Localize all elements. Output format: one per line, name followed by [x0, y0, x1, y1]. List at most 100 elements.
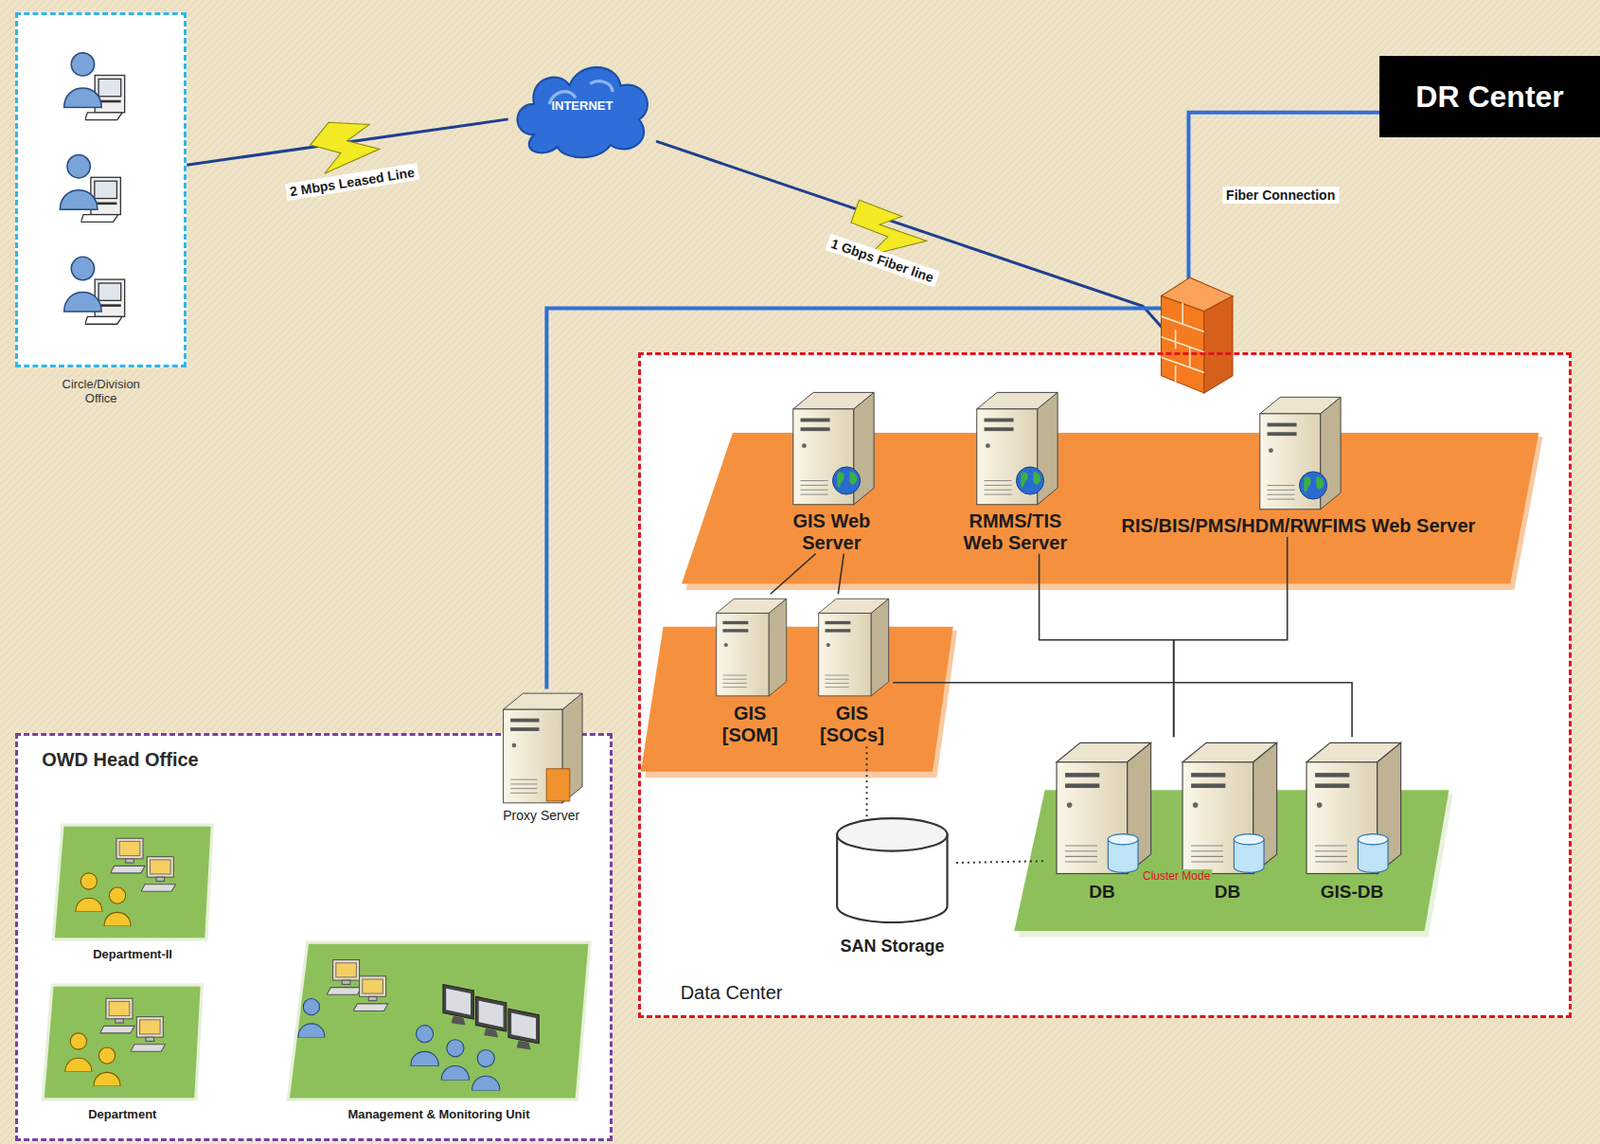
server-icon [969, 388, 1062, 509]
workgroup-tile-art-part [475, 995, 506, 1037]
server-icon-part [511, 787, 538, 789]
server-icon-part [1267, 498, 1296, 500]
server-icon-part [824, 675, 849, 676]
network-link [956, 860, 1047, 863]
network-link [1039, 553, 1174, 737]
workgroup-tile-art-part [287, 942, 590, 1100]
server-icon-part [800, 480, 828, 481]
workgroup-tile-art-part [65, 1032, 92, 1072]
server-icon-part [511, 717, 540, 722]
server-node: GIS-DB [1296, 736, 1409, 903]
node-label: Department-II [51, 947, 214, 962]
server-icon-part [1303, 476, 1324, 493]
background-art-part-part [59, 155, 121, 223]
server-icon-part [1267, 423, 1298, 427]
server-icon-part [1191, 845, 1224, 847]
workgroup-tile-art [40, 981, 204, 1103]
server-node: GIS Web Server [770, 388, 893, 554]
server-node: RMMS/TIS Web Server [948, 388, 1082, 554]
server-icon-part [983, 488, 1012, 490]
server-icon-part [1298, 471, 1327, 499]
node-label: Proxy Server [487, 807, 595, 823]
server-icon-part [983, 417, 1014, 422]
server-icon [496, 689, 587, 807]
server-icon-part [826, 642, 831, 647]
server-icon-part [1066, 861, 1099, 863]
server-icon-part [723, 682, 747, 684]
node-label: GIS-DB [1296, 881, 1409, 903]
server-icon-part [723, 629, 749, 633]
server-icon [1297, 736, 1405, 880]
server-icon-part [800, 426, 830, 431]
server-icon-part [716, 613, 769, 696]
node-label: RMMS/TIS Web Server [948, 510, 1082, 554]
server-icon [710, 593, 790, 701]
server-icon-part [983, 493, 1012, 495]
workgroup-tile-art-part [326, 959, 362, 995]
workgroup-tile-art-part [441, 1038, 469, 1080]
network-link [1173, 536, 1288, 737]
server-icon-part [1267, 484, 1296, 486]
site-region: Circle/Division Office [15, 12, 187, 368]
server-icon-part [1358, 834, 1389, 845]
cluster-note: Cluster Mode [1140, 869, 1212, 883]
server-icon-part [1267, 494, 1296, 496]
workgroup-tile-art-part [109, 837, 145, 873]
background-art-part-part [64, 256, 125, 324]
network-link [837, 553, 844, 595]
link-label: Fiber Connection [1222, 186, 1339, 204]
server-icon-part [546, 767, 570, 800]
node-label: DB [1046, 881, 1159, 903]
node-label: DR Center [1415, 79, 1564, 115]
server-icon-part [1315, 855, 1349, 857]
link-label: 2 Mbps Leased Line [284, 162, 420, 201]
server-icon-part [824, 629, 851, 633]
workgroup-tile: Department [40, 981, 204, 1122]
workgroup-tile-art-part [130, 1015, 166, 1051]
server-icon-part [1066, 845, 1099, 847]
server-icon-part [723, 621, 749, 624]
background-art-part-part [640, 626, 954, 772]
background-art-part [15, 12, 1572, 1141]
workgroup-tile: Management & Monitoring Unit [285, 939, 592, 1122]
san-storage: SAN Storage [828, 816, 957, 957]
node-label: GIS Web Server [770, 510, 893, 554]
workgroup-tile-art-part [141, 855, 177, 891]
node-label: SAN Storage [828, 936, 957, 957]
server-icon [785, 388, 878, 509]
node-label: Department [40, 1107, 204, 1122]
server-icon-part [511, 727, 540, 731]
workgroup-tile-art [285, 939, 592, 1103]
server-icon-part [824, 678, 849, 680]
server-icon-part [832, 466, 860, 495]
site-region: GIS Web Server RMMS/TIS Web Server RIS/BIS… [638, 352, 1572, 1018]
node-label: INTERNET [508, 99, 657, 114]
server-node: RIS/BIS/PMS/HDM/RWFIMS Web Server [1112, 392, 1485, 537]
server-icon-part [511, 791, 538, 793]
server-node: GIS [SOCs] [811, 593, 893, 747]
server-icon-part [1315, 845, 1349, 847]
workgroup-tile-art-part [471, 1048, 499, 1090]
server-icon-part [800, 417, 830, 422]
site-region: Proxy ServerDepartment-II Department Manag… [15, 732, 613, 1141]
server-icon-part [985, 443, 991, 448]
server-icon-part [1066, 855, 1099, 857]
foreground-art-part-part [1161, 296, 1205, 393]
node-label: Management & Monitoring Unit [285, 1107, 592, 1122]
server-icon-part [512, 742, 517, 747]
storage-cylinder [835, 816, 950, 924]
server-icon-part [1066, 772, 1101, 778]
server-icon-part [1315, 783, 1351, 789]
server-icon-part [511, 778, 538, 780]
server-icon-part [723, 675, 747, 676]
workgroup-tile-art-part [508, 1008, 539, 1049]
server-icon-part [983, 480, 1012, 481]
workgroup-tile-art-part [42, 984, 202, 1100]
server-node: GIS [SOM] [709, 593, 791, 747]
server-icon-part [1191, 861, 1224, 863]
region-title: Data Center [680, 981, 783, 1004]
